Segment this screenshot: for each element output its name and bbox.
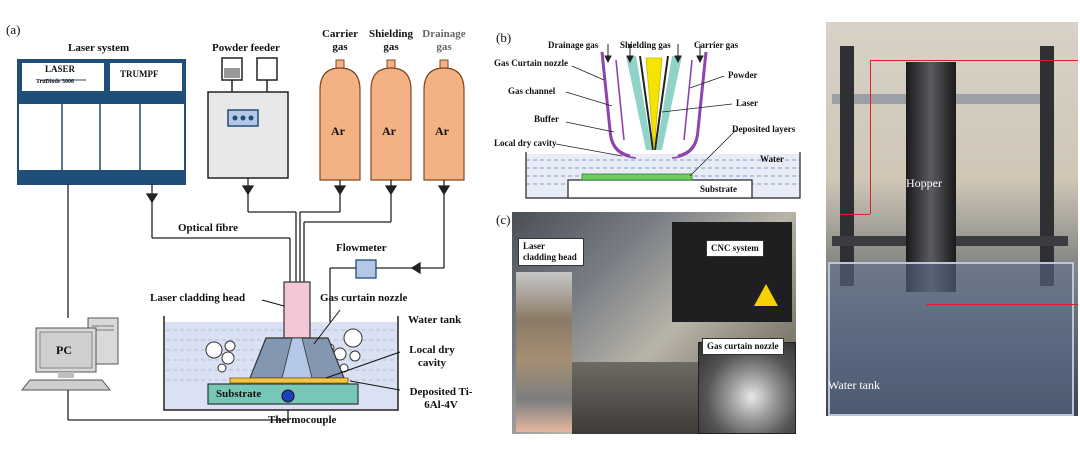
b-label-shielding-gas: Shielding gas [620, 40, 671, 50]
panel-b-diagram [525, 44, 801, 199]
label-trumpf: TRUMPF [120, 69, 159, 79]
b-label-water: Water [760, 154, 784, 164]
c-label-gas-curtain-nozzle: Gas curtain nozzle [702, 338, 784, 355]
drainage-gas-cylinder [423, 59, 465, 181]
b-label-drainage-gas: Drainage gas [548, 40, 599, 50]
flowmeter-box [355, 259, 377, 279]
b-label-deposited-layers: Deposited layers [732, 124, 796, 134]
panel-c-letter: (c) [496, 212, 511, 227]
label-carrier-gas-line1: Carrier gas [319, 28, 361, 54]
connection-lines [67, 178, 451, 421]
label-pc: PC [56, 343, 72, 357]
red-guide-top [870, 60, 1078, 61]
label-carrier-gas: Carrier gas [321, 28, 359, 53]
pc-icon [20, 317, 119, 391]
glass-tank [828, 262, 1074, 416]
b-label-gas-curtain-nozzle: Gas Curtain nozzle [494, 58, 568, 68]
b-label-buffer: Buffer [534, 114, 559, 124]
shielding-gas-cylinder [370, 59, 412, 181]
label-ar-shielding: Ar [382, 124, 396, 138]
label-laser-model: TruDiode 3006 [36, 79, 75, 85]
head-assembly [906, 62, 956, 292]
frame-right-post [1040, 46, 1054, 286]
label-water-tank: Water tank [408, 314, 462, 326]
cladding-head-closeup [516, 272, 572, 432]
nozzle-closeup [698, 342, 796, 434]
bubbles [205, 328, 363, 373]
panel-b-letter: (b) [496, 30, 512, 45]
label-optical-fibre: Optical fibre [178, 222, 238, 234]
c-label-laser-cladding-head: Laser cladding head [518, 238, 584, 266]
b-label-powder: Powder [728, 70, 758, 80]
right-photo [826, 22, 1078, 416]
cnc-machine-body [672, 222, 792, 322]
label-shielding-gas-wrap: Shielding gas [366, 28, 416, 54]
powder-feeder [207, 57, 289, 179]
panel-a-letter: (a) [6, 22, 21, 37]
red-guide-left [870, 60, 871, 214]
red-guide-tank [926, 304, 1078, 305]
c-label-cnc-system: CNC system [706, 240, 764, 257]
b-label-substrate: Substrate [700, 184, 738, 194]
photo-label-hopper: Hopper [906, 176, 942, 190]
leader-lines-a [261, 299, 401, 391]
warning-sign [754, 284, 778, 306]
label-flowmeter: Flowmeter [336, 242, 387, 254]
laser-system-cabinet [17, 59, 186, 185]
label-laser-system: Laser system [68, 42, 130, 54]
label-powder-feeder: Powder feeder [212, 42, 280, 54]
b-label-laser: Laser [736, 98, 758, 108]
label-local-dry-cavity: Local dry cavity [402, 344, 462, 370]
label-deposited-text: Deposited Ti-6Al-4V [409, 386, 473, 411]
deposit-layer [229, 377, 349, 384]
label-gas-curtain-nozzle: Gas curtain nozzle [320, 292, 408, 304]
label-laser-cladding-head: Laser cladding head [150, 292, 246, 304]
label-shielding-gas: Shielding gas [368, 28, 414, 53]
label-laser-box: LASER [45, 64, 76, 74]
label-ar-drainage: Ar [435, 124, 449, 138]
c-label-laser-cladding-head-text: Laser cladding head [523, 241, 577, 262]
b-label-gas-channel: Gas channel [508, 86, 556, 96]
b-label-carrier-gas: Carrier gas [694, 40, 739, 50]
carrier-gas-cylinder [319, 59, 361, 181]
b-label-local-dry-cavity: Local dry cavity [494, 138, 557, 148]
label-deposited: Deposited Ti-6Al-4V [404, 386, 478, 412]
frame-left-post [840, 46, 854, 286]
photo-label-water-tank: Water tank [828, 378, 881, 392]
label-local-dry-cavity-text: Local dry cavity [409, 344, 455, 369]
label-substrate: Substrate [216, 388, 262, 400]
label-drainage-gas: Drainage gas [422, 28, 466, 53]
label-drainage-gas-wrap: Drainage gas [420, 28, 468, 54]
thermocouple-dot [281, 389, 295, 403]
label-thermocouple: Thermocouple [268, 414, 337, 426]
panel-a-diagram [17, 57, 465, 421]
laser-cladding-head-body [283, 281, 311, 339]
label-ar-carrier: Ar [331, 124, 345, 138]
red-guide-hopper [840, 214, 870, 215]
